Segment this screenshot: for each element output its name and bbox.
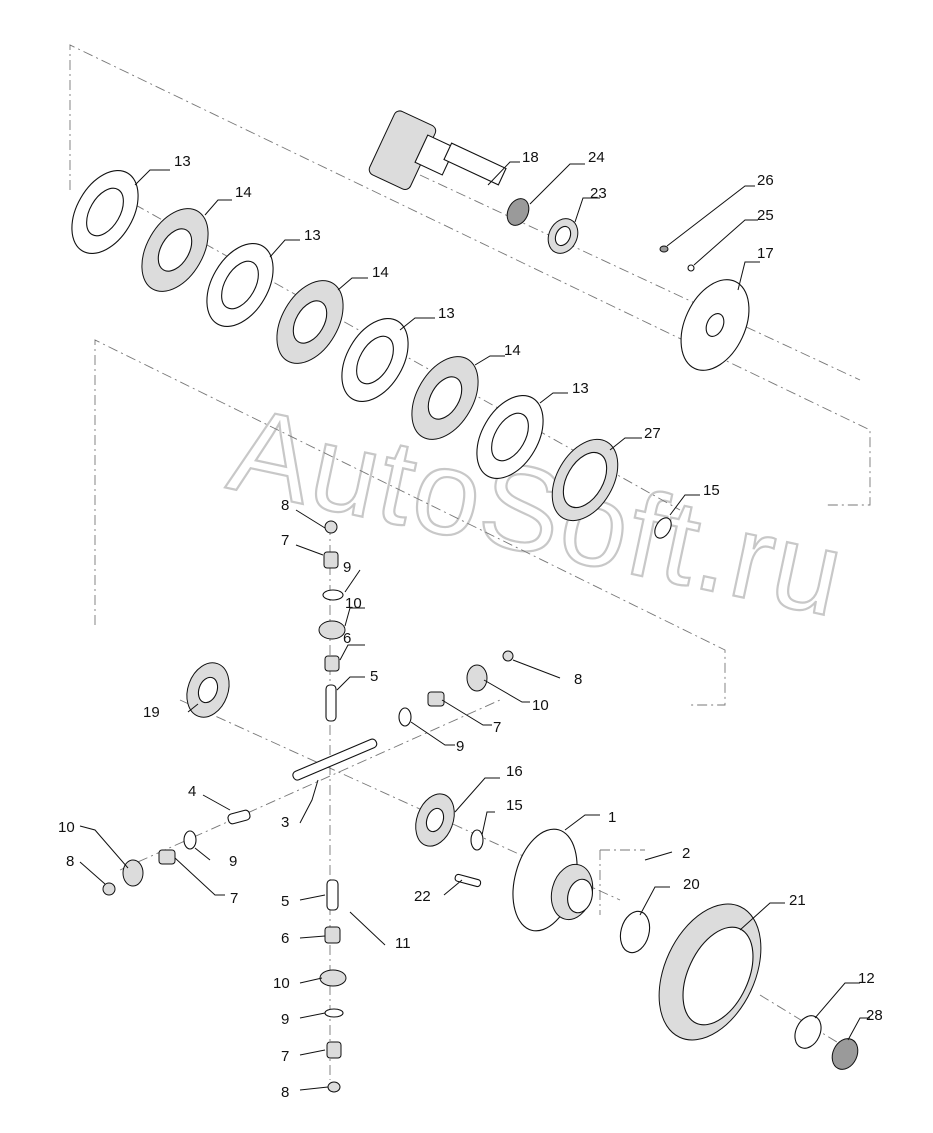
differential-housing-1 [512, 828, 594, 932]
label-23: 23 [590, 185, 607, 202]
label-13-c: 13 [438, 305, 455, 322]
label-7-lower: 7 [281, 1048, 289, 1065]
o-ring-20 [619, 910, 651, 954]
label-25: 25 [757, 207, 774, 224]
label-10-left: 10 [58, 819, 75, 836]
washer-9-lower [324, 1008, 344, 1018]
label-14-b: 14 [372, 264, 389, 281]
bearing-cone-28 [831, 1038, 859, 1070]
label-3: 3 [281, 814, 289, 831]
label-8-lower: 8 [281, 1084, 289, 1101]
circlip-15-a [654, 517, 672, 539]
label-27: 27 [644, 425, 661, 442]
label-10-lower: 10 [273, 975, 290, 992]
pin-22 [454, 873, 482, 888]
thrust-washer-8-right [502, 650, 514, 662]
label-5-upper: 5 [370, 668, 378, 685]
label-14-c: 14 [504, 342, 521, 359]
pin-4 [227, 809, 251, 825]
label-20: 20 [683, 876, 700, 893]
bushing-7-left [158, 849, 176, 865]
label-6-lower: 6 [281, 930, 289, 947]
pressure-plate-17 [680, 279, 750, 371]
label-7-upper: 7 [281, 532, 289, 549]
washer-25 [687, 264, 695, 272]
label-8-left: 8 [66, 853, 74, 870]
friction-plate-14-b [276, 280, 344, 364]
washer-9-upper [322, 589, 344, 601]
bearing-cup-23 [547, 218, 579, 254]
splined-shaft-18 [368, 110, 507, 190]
label-15-a: 15 [703, 482, 720, 499]
pinion-gear-10-left [122, 859, 144, 887]
bushing-6-lower [324, 926, 341, 944]
ring-gear-21 [658, 903, 762, 1041]
label-22: 22 [414, 888, 431, 905]
friction-plate-13-c [341, 318, 409, 402]
thrust-washer-8-upper [324, 520, 338, 534]
bearing-cone-24 [506, 198, 530, 226]
pinion-gear-10-upper [318, 620, 346, 640]
label-13-a: 13 [174, 153, 191, 170]
thrust-washer-8-left [102, 882, 116, 896]
friction-plate-14-a [141, 208, 209, 292]
side-gear-19 [186, 662, 230, 718]
label-16: 16 [506, 763, 523, 780]
friction-plate-13-b [206, 243, 274, 327]
label-11: 11 [395, 935, 411, 952]
friction-plate-13-a [71, 170, 139, 254]
label-28: 28 [866, 1007, 883, 1024]
label-12: 12 [858, 970, 875, 987]
label-19: 19 [143, 704, 160, 721]
friction-plate-14-c [411, 356, 479, 440]
label-18: 18 [522, 149, 539, 166]
leader-lines [79, 161, 870, 1091]
bolt-26 [659, 245, 669, 253]
bushing-6-upper [324, 655, 340, 672]
label-10-upper: 10 [345, 595, 362, 612]
bushing-7-lower [326, 1041, 342, 1059]
side-gear-16 [415, 793, 455, 847]
label-24: 24 [588, 149, 605, 166]
label-8-upper: 8 [281, 497, 289, 514]
label-5-lower: 5 [281, 893, 289, 910]
cross-shaft-3 [292, 738, 378, 781]
part-labels: 13 14 13 14 13 14 13 27 15 18 24 23 26 2… [58, 149, 883, 1101]
label-2: 2 [682, 845, 690, 862]
label-13-d: 13 [572, 380, 589, 397]
washer-9-right [398, 707, 412, 727]
label-9-left: 9 [229, 853, 237, 870]
label-7-left: 7 [230, 890, 238, 907]
bearing-cup-12 [794, 1015, 822, 1049]
circlip-15-b [470, 829, 484, 851]
pin-5-lower [326, 879, 339, 911]
label-26: 26 [757, 172, 774, 189]
label-8-right: 8 [574, 671, 582, 688]
friction-plate-13-d [476, 395, 544, 479]
label-7-right: 7 [493, 719, 501, 736]
bushing-7-right [427, 691, 445, 707]
thrust-washer-27 [551, 438, 619, 522]
bushing-7-upper [323, 551, 339, 569]
label-6-upper: 6 [343, 630, 351, 647]
pinion-gear-10-right [466, 664, 488, 692]
pin-5-upper [325, 684, 337, 722]
label-1: 1 [608, 809, 616, 826]
thrust-washer-8-lower [327, 1081, 341, 1093]
label-9-upper: 9 [343, 559, 351, 576]
washer-9-left [183, 830, 197, 850]
label-9-right: 9 [456, 738, 464, 755]
label-17: 17 [757, 245, 774, 262]
pinion-gear-10-lower [319, 969, 347, 987]
label-15-b: 15 [506, 797, 523, 814]
label-14-a: 14 [235, 184, 252, 201]
label-4: 4 [188, 783, 196, 800]
label-13-b: 13 [304, 227, 321, 244]
label-21: 21 [789, 892, 806, 909]
label-9-lower: 9 [281, 1011, 289, 1028]
label-10-right: 10 [532, 697, 549, 714]
